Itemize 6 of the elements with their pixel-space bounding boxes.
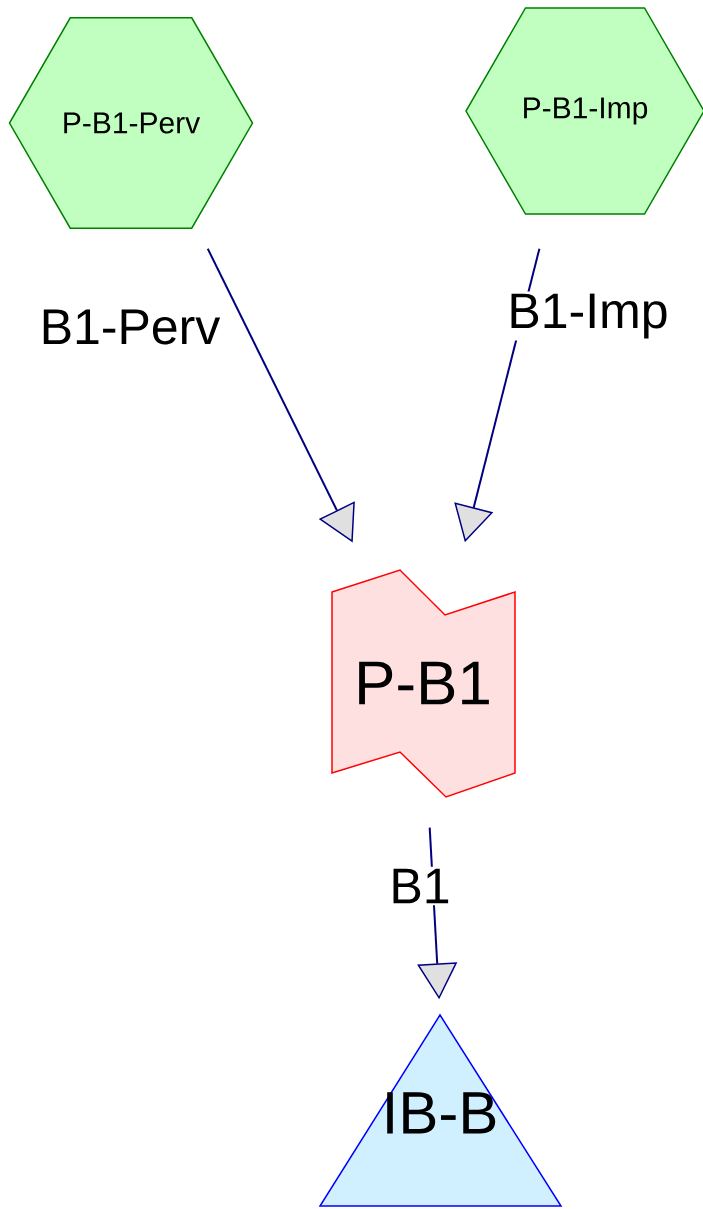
hexagon-node: P-B1-Imp (465, 7, 703, 215)
hexagon-node: P-B1-Perv (8, 17, 254, 229)
edge-label: B1-Perv (37, 307, 223, 347)
edge-label: B1-Imp (505, 291, 671, 341)
flag-shape-node: P-B1 (331, 569, 516, 798)
edge-label: B1 (387, 866, 453, 906)
